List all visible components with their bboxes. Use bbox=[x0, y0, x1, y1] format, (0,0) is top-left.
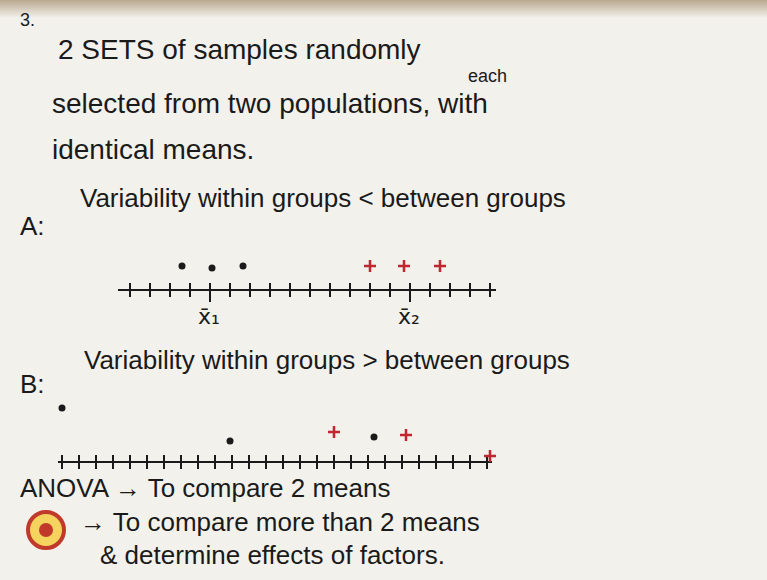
tick-mark bbox=[180, 455, 182, 469]
statement-line: selected from two populations, with bbox=[52, 88, 488, 120]
tick-mark bbox=[316, 455, 318, 469]
case-heading: Variability within groups < between grou… bbox=[80, 184, 566, 214]
note-line: ANOVA → To compare 2 means bbox=[20, 474, 390, 504]
tick-mark bbox=[169, 283, 171, 297]
tick-mark bbox=[265, 455, 267, 469]
tick-mark bbox=[389, 283, 391, 297]
tick-mark bbox=[429, 283, 431, 297]
tick-mark bbox=[489, 283, 491, 297]
tick-mark bbox=[129, 455, 131, 469]
tick-mark bbox=[435, 455, 437, 469]
sample-plus bbox=[328, 426, 340, 438]
statement-line: identical means. bbox=[52, 134, 254, 166]
sample-dot bbox=[209, 265, 216, 272]
tick-mark bbox=[61, 455, 63, 469]
sample-plus bbox=[400, 429, 412, 441]
note-line: → To compare more than 2 means bbox=[80, 508, 480, 538]
number-line-b bbox=[58, 455, 492, 469]
statement-line: 2 SETS of samples randomly bbox=[58, 34, 421, 66]
tick-mark bbox=[269, 283, 271, 297]
tick-mark bbox=[248, 455, 250, 469]
case-heading: Variability within groups > between grou… bbox=[84, 346, 570, 376]
tick-mark bbox=[249, 283, 251, 297]
tick-mark bbox=[112, 455, 114, 469]
tick-mark bbox=[282, 455, 284, 469]
tick-mark bbox=[333, 455, 335, 469]
number-line-a bbox=[118, 283, 496, 302]
tick-mark bbox=[409, 283, 411, 302]
tick-mark bbox=[452, 455, 454, 469]
sample-points-a bbox=[179, 260, 447, 272]
tick-mark bbox=[401, 455, 403, 469]
tick-mark bbox=[231, 455, 233, 469]
tick-mark bbox=[369, 283, 371, 297]
tick-mark bbox=[449, 283, 451, 297]
sample-plus bbox=[484, 450, 496, 462]
tick-mark bbox=[78, 455, 80, 469]
tick-mark bbox=[384, 455, 386, 469]
tick-mark bbox=[197, 455, 199, 469]
tick-mark bbox=[189, 283, 191, 297]
tick-mark bbox=[418, 455, 420, 469]
tick-mark bbox=[146, 455, 148, 469]
tick-mark bbox=[309, 283, 311, 297]
inserted-word: each bbox=[468, 66, 507, 87]
logo-ring bbox=[28, 512, 64, 548]
tick-mark bbox=[350, 455, 352, 469]
sample-dot bbox=[371, 434, 378, 441]
logo bbox=[28, 512, 64, 548]
mean-symbol: x̄₂ bbox=[398, 304, 420, 329]
sample-plus bbox=[364, 260, 376, 272]
axis-line bbox=[58, 461, 492, 463]
tick-mark bbox=[214, 455, 216, 469]
sample-plus bbox=[398, 260, 410, 272]
item-number: 3. bbox=[20, 10, 35, 31]
tick-mark bbox=[289, 283, 291, 297]
tick-mark bbox=[469, 455, 471, 469]
sample-points-b bbox=[59, 405, 497, 463]
case-label: A: bbox=[20, 212, 45, 242]
paper-edge bbox=[0, 0, 767, 18]
tick-mark bbox=[469, 283, 471, 297]
note-line: & determine effects of factors. bbox=[100, 541, 445, 571]
sample-dot bbox=[227, 438, 234, 445]
sample-dot bbox=[59, 405, 66, 412]
mean-symbol: x̄₁ bbox=[198, 304, 220, 329]
case-label: B: bbox=[20, 370, 45, 400]
tick-mark bbox=[129, 283, 131, 297]
sample-dot bbox=[179, 263, 186, 270]
logo-center bbox=[39, 523, 53, 537]
axis-line bbox=[118, 289, 496, 291]
tick-mark bbox=[149, 283, 151, 297]
sample-dot bbox=[240, 263, 247, 270]
tick-mark bbox=[163, 455, 165, 469]
tick-mark bbox=[329, 283, 331, 297]
sample-plus bbox=[434, 260, 446, 272]
tick-mark bbox=[367, 455, 369, 469]
tick-mark bbox=[209, 283, 211, 302]
tick-mark bbox=[299, 455, 301, 469]
tick-mark bbox=[349, 283, 351, 297]
tick-mark bbox=[229, 283, 231, 297]
tick-mark bbox=[95, 455, 97, 469]
